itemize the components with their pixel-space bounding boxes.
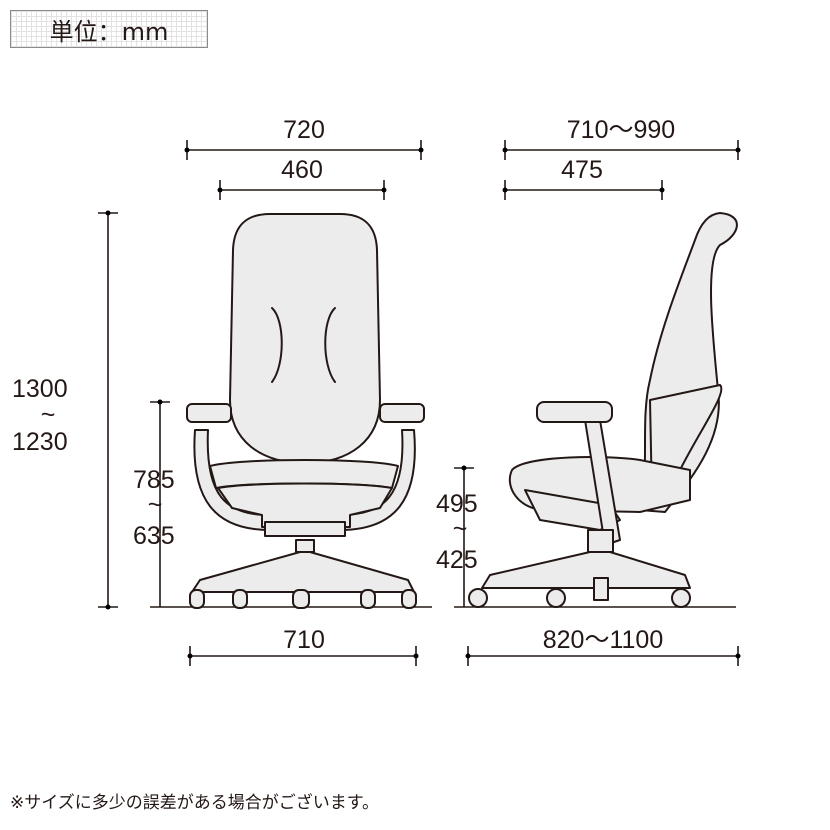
dim-line-arm-height	[150, 399, 170, 607]
seat-height-sep: ~	[453, 515, 468, 543]
height-sep: ~	[41, 401, 56, 429]
base-width-value: 710	[283, 626, 325, 654]
height-min-value: 1230	[12, 428, 68, 456]
size-disclaimer-note: ※サイズに多少の誤差がある場合がございます。	[10, 793, 380, 813]
side-dimensions: 710～990 475 495 ~ 425 820～1100	[436, 116, 741, 666]
back-width-value: 460	[281, 156, 323, 184]
dim-line-seat-height	[454, 465, 474, 607]
casters-side	[468, 588, 691, 608]
arm-height-min-value: 635	[133, 522, 175, 550]
dim-line-base-depth	[465, 646, 741, 666]
overall-width-value: 720	[283, 116, 325, 144]
height-max-value: 1300	[12, 375, 68, 403]
seat-depth-value: 475	[561, 156, 603, 184]
casters-front	[189, 589, 417, 609]
seat-height-min-value: 425	[436, 546, 478, 574]
dim-line-seat-depth	[502, 180, 665, 200]
base-depth-range-value: 820～1100	[543, 626, 663, 654]
dim-line-back-width	[217, 180, 387, 200]
chair-front-view	[186, 213, 425, 609]
dim-line-base-width	[187, 646, 419, 666]
dim-line-height	[98, 210, 118, 610]
arm-height-max-value: 785	[133, 466, 175, 494]
chair-side-view	[468, 212, 738, 608]
front-dimensions: 720 460 1300 ~ 1230 785 ~ 635 710	[12, 116, 432, 666]
unit-label: 単位：mm	[10, 10, 208, 48]
arm-height-sep: ~	[148, 491, 163, 519]
dim-line-overall-width	[184, 140, 424, 160]
dim-line-depth	[502, 140, 741, 160]
depth-range-value: 710～990	[567, 116, 675, 144]
seat-height-max-value: 495	[436, 490, 478, 518]
